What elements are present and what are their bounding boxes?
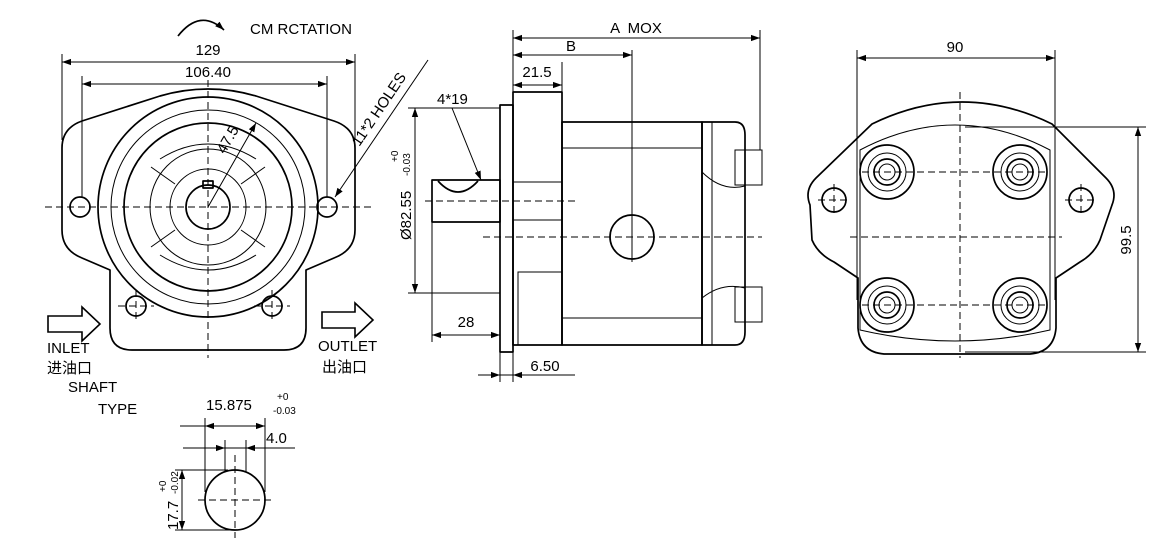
dim-height: 99.5 [1118, 225, 1135, 254]
dim-b: B [566, 38, 576, 55]
outlet-label: OUTLET [318, 338, 377, 355]
holes-leader-line [334, 59, 429, 198]
side-end-cover-curve [701, 171, 746, 188]
holes-label: 11*2 HOLES [349, 70, 411, 150]
rear-inner-contour [859, 124, 1051, 342]
rear-outline [807, 101, 1115, 355]
shaft-tol-lower: -0.03 [273, 406, 296, 417]
side-bolt-head-top [734, 149, 763, 186]
dim-flange-thickness: 6.50 [530, 358, 559, 375]
front-spoke [240, 229, 266, 248]
boss-outer [992, 144, 1048, 200]
front-spoke [240, 166, 266, 185]
shaft-tol-upper: +0 [277, 392, 289, 403]
dim-shaft-length: 28 [458, 314, 475, 331]
outlet-arrow-icon [321, 301, 375, 339]
front-view: 129 106.40 47.5 CM RCTATION 11*2 HOLES I… [45, 19, 429, 418]
rotation-arrow-icon [177, 19, 225, 37]
dim-hole-spacing: 106.40 [185, 64, 231, 81]
shaft-type-label-1: SHAFT [68, 379, 117, 396]
side-front-cover-lower [517, 271, 563, 346]
front-recess-arc [159, 143, 257, 160]
dim-key-label: 4*19 [437, 91, 468, 108]
shaft-detail: 15.875 +0 -0.03 4.0 17.7 +0 -0.02 [158, 392, 296, 538]
dim-line-radius [207, 122, 257, 208]
dim-key-width: 4.0 [266, 430, 287, 447]
side-end-cover-curve [701, 285, 746, 299]
side-shaft-key [437, 180, 479, 193]
inlet-label-cn: 进油口 [47, 360, 92, 377]
dim-overall-width: 129 [195, 42, 220, 59]
key-tol-upper: +0 [158, 480, 169, 492]
inlet-arrow-icon [47, 305, 102, 343]
dim-key-height: 17.7 [165, 501, 182, 530]
pilot-tol-lower: -0.03 [402, 153, 413, 176]
side-view: A MOX B 21.5 Ø82.55 +0 -0.03 4*19 28 6.5… [390, 20, 763, 382]
dim-cover: 21.5 [522, 64, 551, 81]
dim-width: 90 [947, 39, 964, 56]
boss-outer [992, 277, 1048, 333]
side-bolt-head-bottom [734, 286, 763, 323]
front-flange-outline [61, 88, 356, 351]
dim-pilot-diameter: Ø82.55 [398, 191, 415, 240]
dim-overall-length: A MOX [610, 20, 662, 37]
boss-outer [859, 144, 915, 200]
side-end-cover [701, 121, 746, 346]
side-front-cover [512, 91, 563, 346]
outlet-label-cn: 出油口 [322, 359, 367, 376]
front-spoke [150, 229, 176, 248]
front-spoke [150, 166, 176, 185]
dim-shaft-diameter: 15.875 [206, 397, 252, 414]
key-tol-lower: -0.02 [170, 471, 181, 494]
rear-view: 90 99.5 [807, 39, 1146, 358]
rotation-label: CM RCTATION [250, 21, 352, 38]
side-mount-flange [499, 104, 514, 353]
inlet-label: INLET [47, 340, 90, 357]
shaft-type-label-2: TYPE [98, 401, 137, 418]
boss-outer [859, 277, 915, 333]
pilot-tol-upper: +0 [390, 150, 401, 162]
key-leader-line [451, 107, 482, 181]
